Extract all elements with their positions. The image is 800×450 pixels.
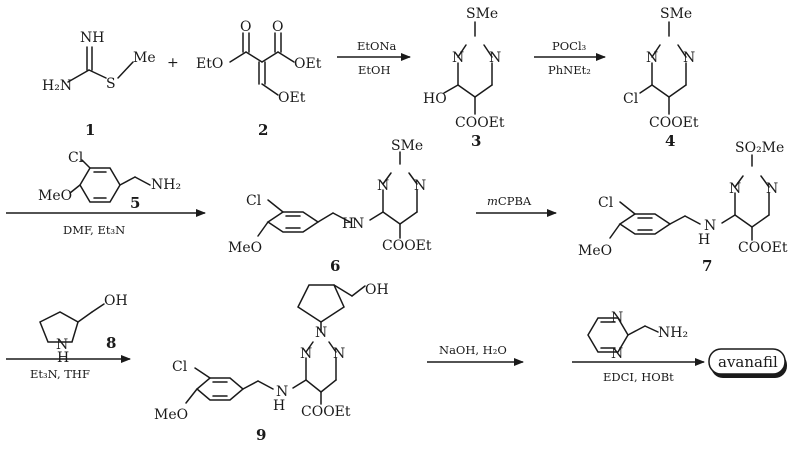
compound-number-6: 6	[330, 257, 340, 275]
c9-cl: Cl	[172, 359, 188, 375]
c3-ester: COOEt	[455, 115, 505, 131]
c4-sme: SMe	[660, 6, 692, 22]
reagent-etoh: EtOH	[358, 63, 390, 77]
reagent-mcpba-m: m	[487, 194, 498, 208]
compound-8: OH N H 8	[39, 293, 128, 366]
arrow-step-1: EtONa EtOH	[337, 39, 411, 77]
c3-n2: N	[489, 50, 501, 66]
c2-eto-left: EtO	[196, 56, 223, 72]
c9-n1: N	[300, 346, 312, 362]
compound-number-4: 4	[665, 132, 675, 150]
c4-n1: N	[646, 50, 658, 66]
c1-s-label: S	[106, 76, 116, 92]
c7-n2: N	[766, 181, 778, 197]
reagent-mcpba-rest: CPBA	[498, 194, 532, 208]
c6-nh-n: N	[352, 216, 364, 232]
c2-oet-bottom: OEt	[278, 90, 306, 106]
reagent-mcpba: mCPBA	[487, 194, 532, 208]
c9-n-pyrrolidine: N	[315, 325, 327, 341]
arrow-step-2: POCl₃ PhNEt₂	[534, 39, 606, 77]
c5-cl: Cl	[68, 150, 84, 166]
compound-4: SMe N N Cl COOEt 4	[623, 6, 699, 150]
c9-meo: MeO	[154, 407, 188, 423]
reagent-etona: EtONa	[357, 39, 397, 53]
compound-number-7: 7	[702, 257, 712, 275]
compound-3: SMe N N HO COOEt 3	[423, 6, 505, 150]
c4-cl: Cl	[623, 91, 639, 107]
compound-number-8: 8	[106, 334, 116, 352]
c7-so2me: SO₂Me	[735, 140, 784, 156]
c5-nh2: NH₂	[151, 177, 181, 193]
c1-nh-label: NH	[80, 30, 104, 46]
compound-5: Cl MeO NH₂ 5	[38, 150, 181, 212]
compound-9: N OH N N N H Cl MeO COOEt 9	[154, 282, 389, 444]
compound-6: SMe N N N H Cl MeO COOEt 6	[228, 138, 432, 275]
c6-cl: Cl	[246, 193, 262, 209]
reagent-et3n-thf: Et₃N, THF	[30, 367, 90, 381]
compound-number-2: 2	[258, 121, 268, 139]
amine-n2: N	[611, 346, 623, 362]
product-avanafil: avanafil	[708, 348, 787, 378]
compound-number-1: 1	[85, 121, 95, 139]
compound-7: SO₂Me N N N H Cl MeO COOEt 7	[578, 140, 788, 275]
arrow-step-6: NaOH, H₂O	[427, 343, 524, 366]
c5-meo: MeO	[38, 188, 72, 204]
arrow-step-4: mCPBA	[476, 194, 557, 217]
reagent-phnet2: PhNEt₂	[548, 63, 591, 77]
c6-n2: N	[414, 178, 426, 194]
c2-o-right: O	[272, 19, 283, 35]
c6-nh-h: H	[342, 216, 354, 232]
c6-ester: COOEt	[382, 238, 432, 254]
product-label: avanafil	[718, 353, 778, 371]
reagent-naoh-h2o: NaOH, H₂O	[439, 343, 507, 357]
compound-2: O O EtO OEt OEt 2	[196, 19, 322, 139]
c2-o-left: O	[240, 19, 251, 35]
c7-nh-n: N	[704, 218, 716, 234]
amine-nh2: NH₂	[658, 325, 688, 341]
c1-h2n-label: H₂N	[42, 78, 72, 94]
arrow-step-7: EDCI, HOBt	[572, 358, 705, 384]
c9-n2: N	[333, 346, 345, 362]
c9-nh-h: H	[273, 398, 285, 414]
compound-number-5: 5	[130, 194, 140, 212]
plus-sign: +	[167, 55, 179, 71]
c7-cl: Cl	[598, 195, 614, 211]
c7-nh-h: H	[698, 232, 710, 248]
reagent-dmf-et3n: DMF, Et₃N	[63, 223, 125, 237]
compound-number-9: 9	[256, 426, 266, 444]
c3-n1: N	[452, 50, 464, 66]
c3-ho: HO	[423, 91, 447, 107]
c9-ester: COOEt	[301, 404, 351, 420]
c8-oh: OH	[104, 293, 128, 309]
compound-number-3: 3	[471, 132, 481, 150]
reagent-edci-hobt: EDCI, HOBt	[603, 370, 674, 384]
c4-n2: N	[683, 50, 695, 66]
reagent-pocl3: POCl₃	[552, 39, 587, 53]
c9-nh-n: N	[276, 384, 288, 400]
c6-n1: N	[377, 178, 389, 194]
arrow-step-3: DMF, Et₃N	[6, 209, 206, 237]
c7-ester: COOEt	[738, 240, 788, 256]
c9-oh: OH	[365, 282, 389, 298]
c6-meo: MeO	[228, 240, 262, 256]
c1-me-label: Me	[133, 50, 156, 66]
reagent-aminomethylpyrimidine: N N NH₂	[587, 310, 688, 362]
c7-meo: MeO	[578, 243, 612, 259]
amine-n1: N	[611, 310, 623, 326]
c3-sme: SMe	[466, 6, 498, 22]
c6-sme: SMe	[391, 138, 423, 154]
compound-1: NH H₂N S Me 1	[42, 30, 156, 139]
arrow-step-5: Et₃N, THF	[6, 355, 131, 381]
c2-oet-right: OEt	[294, 56, 322, 72]
c8-nh-h: H	[57, 350, 69, 366]
c8-nh-n: N	[56, 337, 68, 353]
c7-n1: N	[729, 181, 741, 197]
c4-ester: COOEt	[649, 115, 699, 131]
